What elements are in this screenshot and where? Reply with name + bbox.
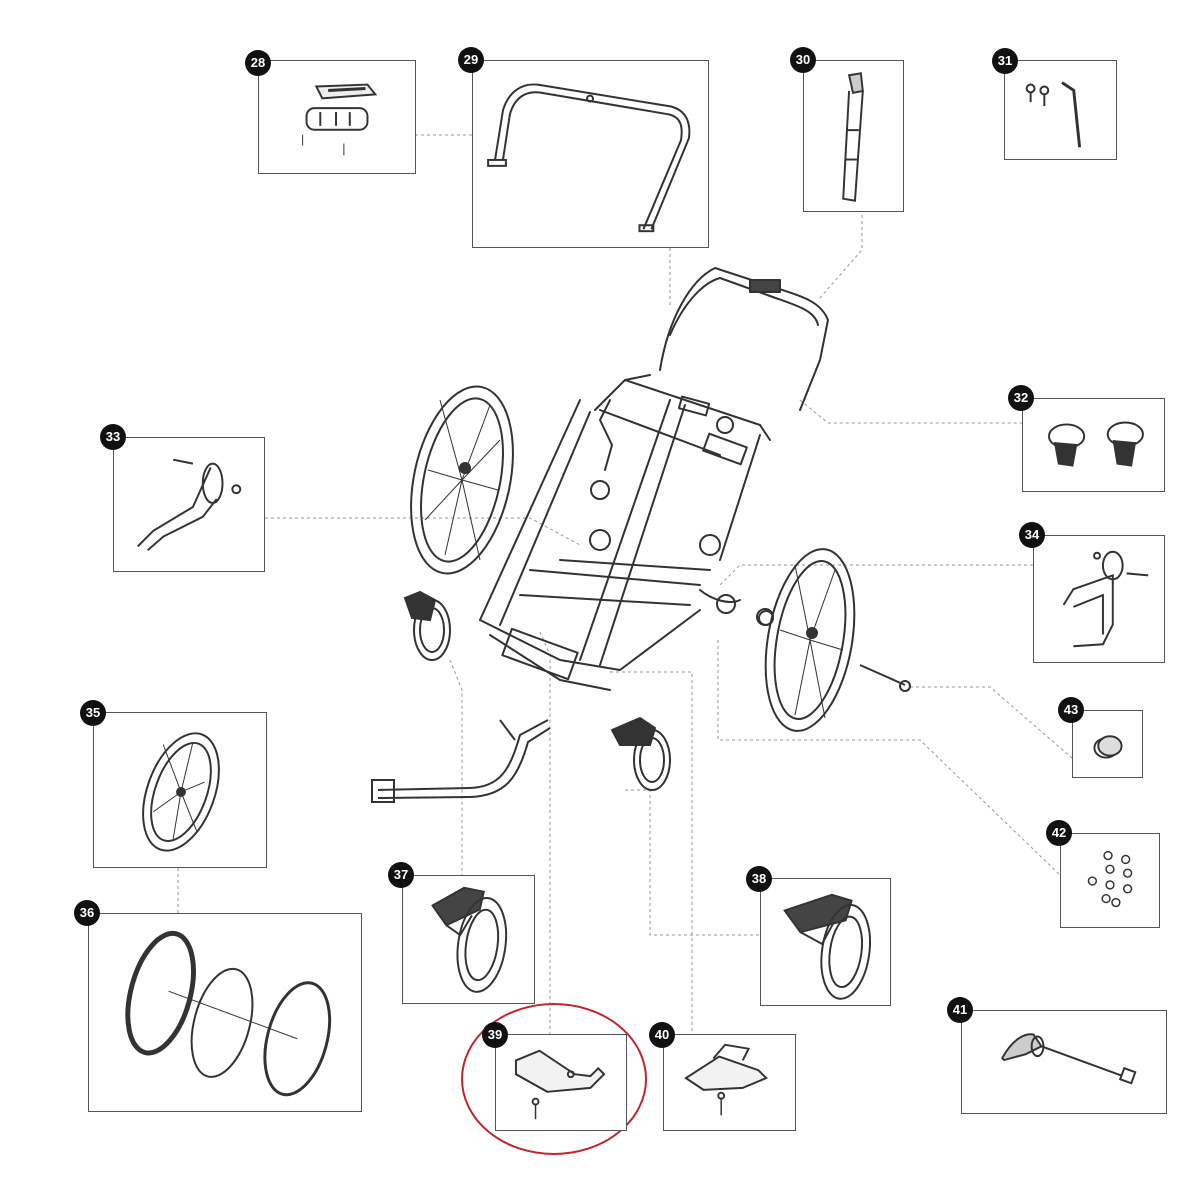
part-box-42: [1060, 833, 1160, 928]
handlebar-drawing: [487, 83, 691, 233]
part-box-41: [961, 1010, 1167, 1114]
part-badge-43: 43: [1058, 697, 1084, 723]
stroller-frame: [479, 267, 829, 691]
wrist-strap-drawing: [842, 72, 864, 202]
part-badge-37: 37: [388, 862, 414, 888]
part-badge-39: 39: [482, 1022, 508, 1048]
part-badge-42: 42: [1046, 820, 1072, 846]
part-box-28: [258, 60, 416, 174]
frame-clips-drawing: [1047, 421, 1144, 467]
part-badge-36: 36: [74, 900, 100, 926]
handle-grip-drawing: [302, 83, 378, 156]
highlight-ring: [461, 1003, 647, 1155]
front-wheel-left: [403, 590, 451, 661]
main-wheel-right: [756, 548, 911, 732]
screw-set-drawing: [1087, 850, 1133, 908]
rear-wheel-drawing: [142, 732, 220, 852]
part-badge-35: 35: [80, 700, 106, 726]
front-wheel-right-drawing: [783, 893, 871, 1000]
part-box-32: [1022, 398, 1165, 492]
part-box-37: [402, 875, 535, 1004]
end-cap-drawing: [1093, 735, 1123, 759]
bracket-40-drawing: [684, 1043, 768, 1116]
part-badge-33: 33: [100, 424, 126, 450]
tow-arm: [371, 719, 551, 803]
axle-mount-left-drawing: [137, 458, 242, 552]
part-box-43: [1072, 710, 1143, 778]
part-box-30: [803, 60, 904, 212]
part-badge-38: 38: [746, 866, 772, 892]
part-box-33: [113, 437, 265, 572]
bracket-39-drawing: [514, 1049, 606, 1120]
tire-tube-drawing: [125, 930, 332, 1097]
front-wheel-right: [610, 716, 671, 791]
main-wheel-left: [410, 385, 514, 575]
part-box-36: [88, 913, 362, 1112]
part-badge-41: 41: [947, 997, 973, 1023]
axle-mount-right-drawing: [1062, 550, 1149, 648]
part-badge-40: 40: [649, 1022, 675, 1048]
part-badge-29: 29: [458, 47, 484, 73]
part-box-38: [760, 878, 891, 1006]
part-badge-34: 34: [1019, 522, 1045, 548]
part-box-40: [663, 1034, 796, 1131]
screws-hex-key-drawing: [1025, 81, 1082, 148]
part-badge-32: 32: [1008, 385, 1034, 411]
front-wheel-left-drawing: [431, 886, 508, 993]
quick-release-skewer-drawing: [1000, 1033, 1137, 1085]
part-badge-28: 28: [245, 50, 271, 76]
part-box-31: [1004, 60, 1117, 160]
part-box-35: [93, 712, 267, 868]
part-box-34: [1033, 535, 1165, 663]
leader-lines: [177, 134, 1073, 1034]
part-box-39: [495, 1034, 627, 1131]
part-badge-31: 31: [992, 48, 1018, 74]
part-box-29: [472, 60, 709, 248]
part-badge-30: 30: [790, 47, 816, 73]
